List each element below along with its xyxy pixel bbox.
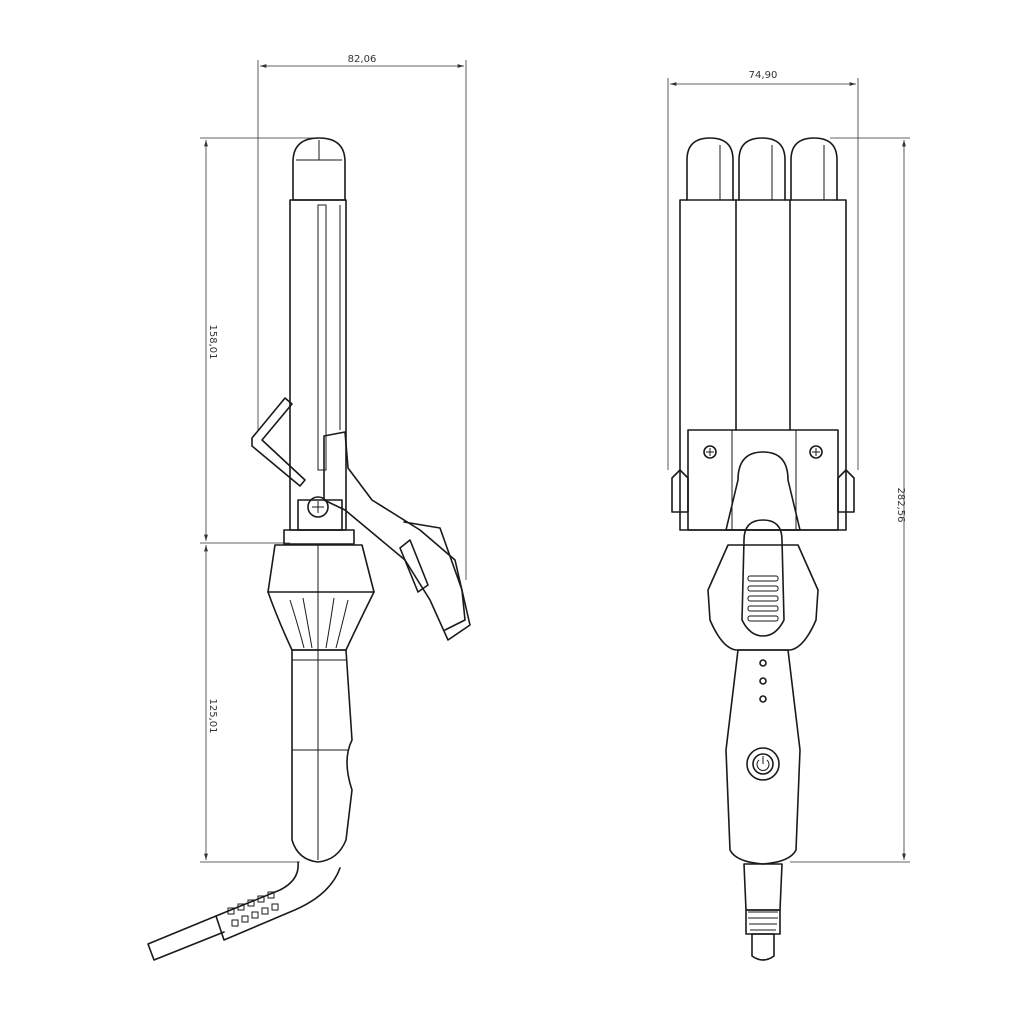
barrels xyxy=(686,137,838,201)
power-button[interactable] xyxy=(746,747,780,781)
dimension-label-side-width: 82,06 xyxy=(348,54,377,65)
dimension-label-front-height: 282,56 xyxy=(895,488,906,523)
indicator-lights xyxy=(759,659,767,703)
front-view: 74,90 282,56 xyxy=(667,70,910,961)
dimension-side-width: 82,06 xyxy=(257,54,467,580)
front-strain-relief xyxy=(745,909,781,935)
lever-grip-ribs xyxy=(747,575,779,622)
dimension-side-heights: 158,01 125,01 xyxy=(200,137,320,863)
screw-right xyxy=(809,445,823,459)
side-view: 82,06 158,01 125,01 xyxy=(147,54,471,961)
dimension-label-front-width: 74,90 xyxy=(749,70,778,81)
screw-left xyxy=(703,445,717,459)
dimension-label-side-lower: 125,01 xyxy=(207,699,218,734)
strain-relief-ribs xyxy=(227,891,279,927)
dimension-front-height: 282,56 xyxy=(790,137,910,863)
power-icon xyxy=(756,756,770,771)
dimension-label-side-upper: 158,01 xyxy=(207,325,218,360)
dimension-front-width: 74,90 xyxy=(667,70,859,470)
